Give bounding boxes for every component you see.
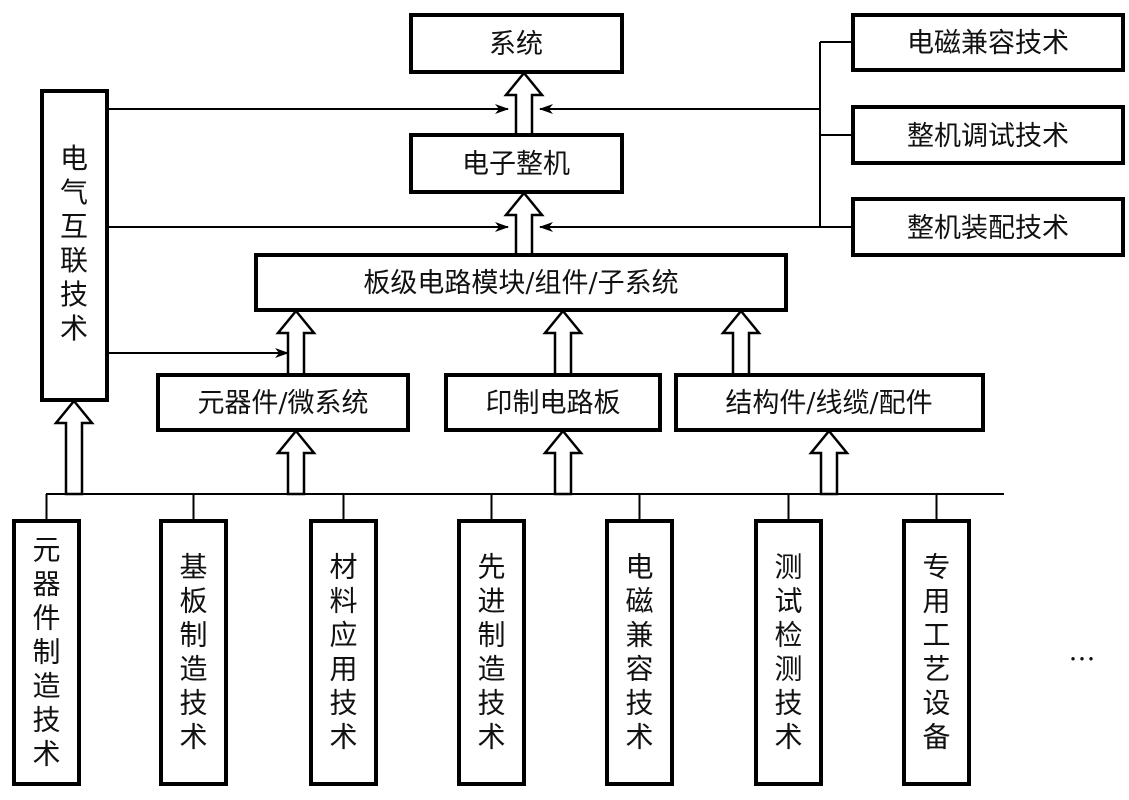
right-box-emc-label: 电磁兼容技术 [907, 28, 1069, 59]
bottom-box-6 [754, 519, 823, 786]
right-box-debug [851, 105, 1125, 165]
middle-box-pcb [444, 373, 662, 432]
fat-arrow-components-to-board [275, 309, 317, 377]
bottom-box-label: 专用工艺设备 [922, 551, 950, 754]
fat-arrow-bus-to-components [275, 429, 317, 496]
bottom-box-4 [457, 519, 526, 786]
electronic-machine-box [409, 133, 624, 194]
bottom-box-3 [309, 519, 378, 786]
bottom-box-label: 测试检测技术 [774, 551, 802, 754]
fat-arrow-bus-to-structure [808, 429, 850, 496]
fat-arrow-pcb-to-board [542, 309, 584, 377]
fat-arrow-bus-to-pcb [542, 429, 584, 496]
interconnect-label: 电气互联技术 [60, 142, 88, 345]
electronic-machine-label: 电子整机 [462, 149, 570, 180]
middle-box-pcb-label: 印制电路板 [486, 388, 621, 419]
bottom-box-2 [159, 519, 228, 786]
bottom-box-label: 电磁兼容技术 [625, 551, 653, 754]
fat-arrow-board-to-machine [503, 191, 545, 257]
bottom-box-label: 基板制造技术 [179, 551, 207, 754]
bottom-box-7 [902, 519, 971, 786]
middle-box-structure-label: 结构件/线缆/配件 [725, 388, 932, 419]
right-box-debug-label: 整机调试技术 [907, 121, 1069, 152]
right-box-emc [851, 13, 1125, 72]
fat-arrow-bus-to-interconnect [53, 399, 95, 496]
right-box-assembly [851, 197, 1125, 257]
right-box-assembly-label: 整机装配技术 [907, 213, 1069, 244]
bottom-box-label: 元器件制造技术 [32, 534, 60, 771]
system-label: 系统 [489, 29, 543, 60]
board-module-label: 板级电路模块/组件/子系统 [363, 268, 678, 299]
fat-arrow-structure-to-board [720, 309, 762, 377]
board-module-box [254, 253, 788, 312]
bottom-box-5 [605, 519, 674, 786]
middle-box-components [156, 373, 410, 432]
interconnect-box [40, 89, 109, 402]
middle-box-structure [674, 373, 985, 432]
fat-arrow-machine-to-system [503, 71, 545, 137]
bottom-box-1 [12, 519, 81, 786]
ellipsis: … [1069, 636, 1096, 667]
bottom-box-label: 材料应用技术 [329, 551, 357, 754]
middle-box-components-label: 元器件/微系统 [197, 388, 368, 419]
system-box [409, 13, 624, 74]
bottom-box-label: 先进制造技术 [477, 551, 505, 754]
